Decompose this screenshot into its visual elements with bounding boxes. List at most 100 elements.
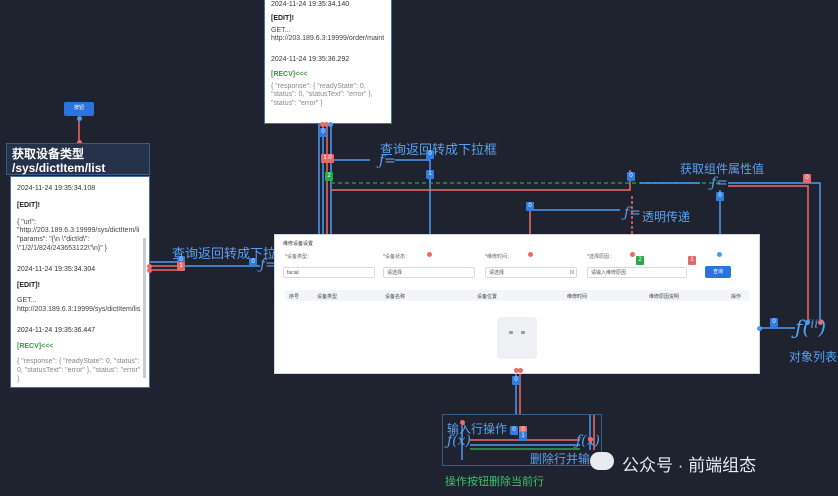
bottom-node-frame[interactable]: [442, 414, 602, 466]
transparent-fn-icon[interactable]: ƒ=: [624, 205, 641, 221]
log-timestamp: 2024-11-24 19:35:36.447: [17, 326, 96, 334]
port-badge: 0: [770, 318, 778, 327]
log-response: { "response": { "readyState": 0, "status…: [17, 358, 141, 383]
object-list-fn-icon[interactable]: ƒ(ⁱⁱ): [795, 315, 827, 339]
empty-face-eye: [521, 331, 525, 334]
watermark-text: 公众号 · 前端组态: [622, 456, 757, 475]
port-badge: 1: [177, 262, 185, 271]
log-tag: [EDIT]!: [17, 282, 40, 290]
form-preview[interactable]: 维修设备设置 *设备类型： facial *设备状态： 请选择 *维修时间： 请…: [274, 234, 760, 374]
port[interactable]: [528, 252, 533, 257]
char-count: 0/: [570, 270, 575, 276]
port[interactable]: [630, 252, 635, 257]
attr-fn-icon[interactable]: ƒ=: [711, 175, 728, 191]
op-button-delete-label: 操作按钮删除当前行: [445, 476, 544, 488]
delete-row-label: 删除行并输: [530, 452, 591, 466]
port-badge: 0: [249, 258, 257, 267]
port[interactable]: [427, 252, 432, 257]
wechat-icon: [590, 452, 614, 470]
scrollbar[interactable]: [143, 238, 146, 378]
log-timestamp: 2024-11-24 19:35:34.108: [17, 185, 96, 192]
field-label: *选择原因：: [587, 254, 614, 260]
port-badge: 0: [803, 174, 811, 183]
port-badge: 0: [526, 202, 534, 211]
left-log-panel: 2024-11-24 19:35:34.108 [EDIT]! { "url":…: [10, 176, 150, 388]
column-header: 序号: [289, 294, 300, 300]
get-attr-label: 获取组件属性值: [680, 162, 765, 176]
column-header: 设备名称: [385, 294, 406, 300]
table-header: 序号 设备类型 设备名称 设备位置 维修时间 维修原因说明 操作: [285, 290, 749, 301]
port[interactable]: [328, 122, 333, 127]
port[interactable]: [324, 122, 329, 127]
object-list-label: 对象列表一: [789, 350, 838, 364]
log-body: { "url": "http://203.189.6.3:19999/sys/d…: [17, 218, 140, 252]
start-button-node[interactable]: 按钮: [64, 102, 94, 116]
port[interactable]: [717, 252, 722, 257]
port[interactable]: [147, 268, 152, 273]
log-timestamp: 2024-11-24 19:35:34.140: [271, 1, 350, 8]
port-badge: 0: [510, 426, 518, 435]
reason-input[interactable]: 请输入维修原因: [587, 267, 687, 278]
port-badge: 1: [688, 256, 696, 265]
top-log-panel: 2024-11-24 19:35:34.140 [EDIT]! GET... h…: [264, 0, 392, 124]
port-badge: 0: [716, 192, 724, 201]
port[interactable]: [460, 420, 465, 425]
log-timestamp: 2024-11-24 19:35:34.304: [17, 265, 96, 273]
port-badge: 0: [426, 150, 434, 159]
port-badge: 1: [426, 170, 434, 179]
query-button[interactable]: 查询: [705, 266, 731, 278]
port[interactable]: [320, 122, 325, 127]
query-dropdown-label: 查询返回转成下拉框: [172, 246, 290, 261]
column-header: 设备类型: [317, 294, 338, 300]
dropdown-fn-icon[interactable]: ƒ=: [260, 257, 277, 273]
column-header: 操作: [731, 294, 742, 300]
port-badge: 2: [636, 256, 644, 265]
column-header: 维修时间: [567, 294, 588, 300]
form-title: 维修设备设置: [283, 241, 314, 247]
port[interactable]: [588, 437, 593, 442]
field-label: *设备类型：: [285, 254, 312, 260]
device-type-select[interactable]: facial: [283, 267, 375, 278]
log-timestamp: 2024-11-24 19:35:36.292: [271, 56, 350, 63]
port-badge: 1: [321, 154, 329, 163]
empty-face-eye: [509, 331, 513, 334]
port-badge: 0: [326, 154, 334, 163]
node-title: 获取设备类型: [12, 147, 85, 161]
query-dropdown-label: 查询返回转成下拉框: [380, 142, 498, 157]
port-badge: 0: [519, 426, 527, 435]
repair-time-select[interactable]: 请选择: [485, 267, 577, 278]
port[interactable]: [757, 326, 762, 331]
column-header: 维修原因说明: [649, 294, 680, 300]
log-recv: [RECV]<<<: [271, 70, 308, 78]
field-label: *设备状态：: [383, 254, 410, 260]
port[interactable]: [77, 116, 82, 121]
field-label: *维修时间：: [485, 254, 512, 260]
port-badge: 0: [627, 172, 635, 181]
column-header: 设备位置: [477, 294, 498, 300]
port[interactable]: [514, 368, 519, 373]
log-body: GET... http://203.189.6.3:19999/sys/dict…: [17, 297, 141, 313]
transparent-label: 透明传递: [642, 210, 691, 224]
empty-state-icon: [497, 317, 537, 359]
port[interactable]: [818, 320, 823, 325]
port[interactable]: [805, 320, 810, 325]
log-tag: [EDIT]!: [271, 14, 294, 22]
log-body: GET... http://203.189.6.3:19999/order/ma…: [271, 26, 385, 43]
node-subtitle: /sys/dictItem/list: [12, 161, 106, 175]
port-badge: 0: [319, 128, 327, 137]
log-recv: [RECV]<<<: [17, 343, 54, 351]
port-badge: 0: [177, 256, 185, 265]
dropdown-fn-icon[interactable]: ƒ=: [379, 153, 396, 169]
log-response: { "response": { "readyState": 0, "status…: [271, 82, 373, 108]
port-badge: 1: [519, 432, 527, 441]
log-tag: [EDIT]!: [17, 201, 40, 209]
input-row-fn-icon[interactable]: ƒ(x): [447, 433, 472, 449]
port-badge: 2: [325, 172, 333, 181]
port[interactable]: [147, 264, 152, 269]
left-node-header[interactable]: 获取设备类型 /sys/dictItem/list: [6, 143, 150, 175]
port[interactable]: [518, 368, 523, 373]
port-badge: 0: [512, 376, 520, 385]
port[interactable]: [77, 140, 82, 145]
input-row-label: 输入行操作: [447, 422, 508, 436]
device-status-select[interactable]: 请选择: [383, 267, 475, 278]
